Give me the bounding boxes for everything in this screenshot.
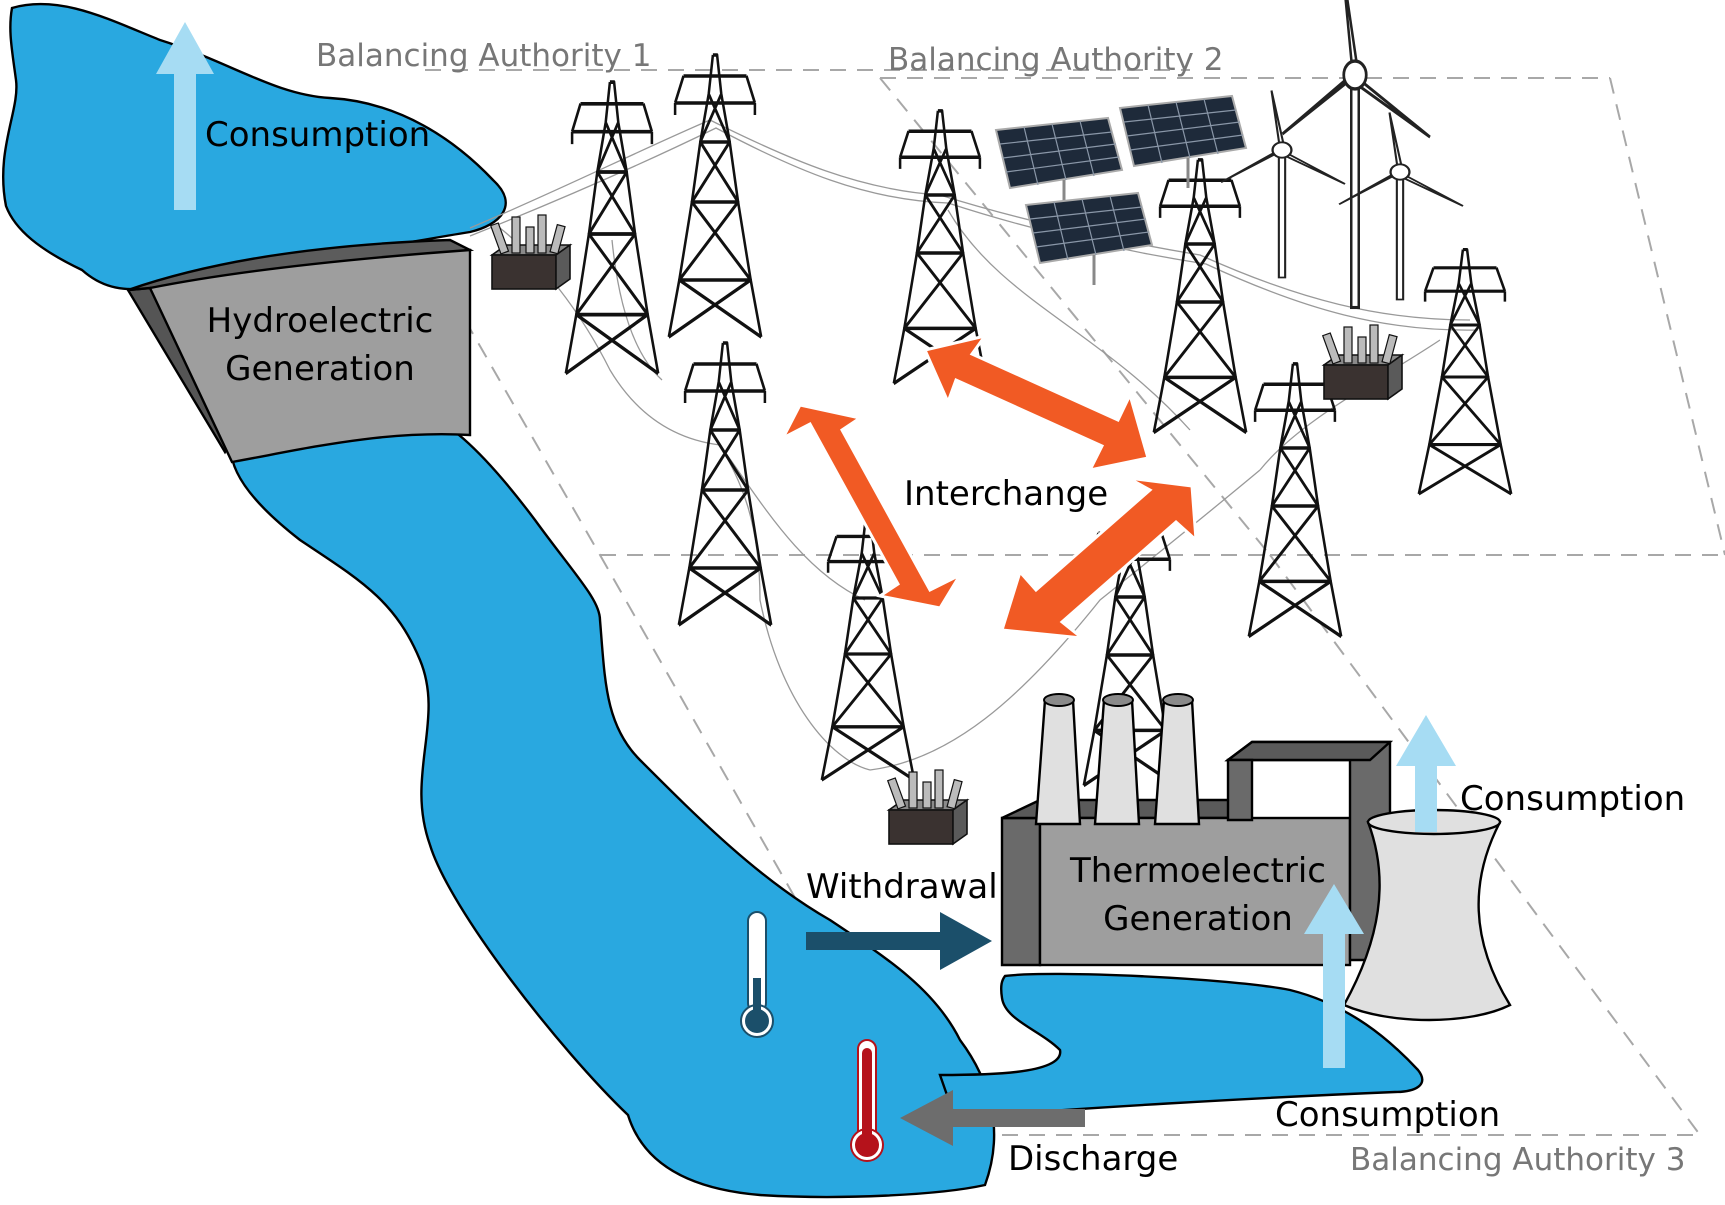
- river: [229, 398, 996, 1199]
- solar-panel-icon: [1024, 191, 1154, 287]
- thermometer-icon: [740, 911, 774, 1038]
- withdrawal-arrow: [806, 912, 992, 970]
- thermoelectric-label-line2: Generation: [1103, 899, 1293, 939]
- consumption-label-cooling-tower: Consumption: [1460, 779, 1685, 819]
- transmission-tower-icon: [1152, 158, 1248, 435]
- cooling-pond: [938, 972, 1424, 1120]
- transmission-tower-icon: [563, 80, 661, 376]
- wind-farm: [1219, 0, 1465, 310]
- consumption-arrow-pond: [1304, 884, 1364, 1068]
- interchange-arrows: [779, 333, 1198, 640]
- thermometer-icon: [850, 1039, 884, 1162]
- transmission-tower-icon: [1247, 362, 1343, 639]
- solar-panel-icon: [1118, 94, 1248, 190]
- consumption-label-pond: Consumption: [1275, 1095, 1500, 1135]
- consumption-arrow-reservoir: [156, 22, 214, 210]
- interchange-label: Interchange: [904, 474, 1108, 514]
- transmission-tower-icon: [676, 341, 774, 627]
- hydroelectric-dam: [125, 238, 475, 464]
- substation-icon: [489, 214, 571, 290]
- solar-farm: [994, 94, 1248, 287]
- substation-icon: [1321, 324, 1403, 400]
- balancing-authority-3-label: Balancing Authority 3: [1350, 1142, 1685, 1178]
- transmission-lines: [469, 119, 1479, 771]
- discharge-arrow: [900, 1090, 1085, 1146]
- substation-icon: [886, 769, 968, 845]
- hydroelectric-label-line2: Generation: [225, 349, 415, 389]
- hydroelectric-label-line1: Hydroelectric: [207, 301, 434, 341]
- wind-turbine-icon: [1280, 0, 1432, 310]
- withdrawal-label: Withdrawal: [806, 867, 998, 907]
- transmission-tower-icon: [666, 53, 764, 339]
- thermoelectric-plant: [1000, 693, 1394, 967]
- wind-turbine-icon: [1219, 89, 1347, 279]
- balancing-authority-2-label: Balancing Authority 2: [888, 42, 1223, 78]
- consumption-arrow-cooling-tower: [1396, 715, 1456, 832]
- discharge-label: Discharge: [1008, 1139, 1178, 1179]
- balancing-authority-1-label: Balancing Authority 1: [316, 38, 651, 74]
- thermoelectric-label-line1: Thermoelectric: [1069, 851, 1326, 891]
- consumption-label-reservoir: Consumption: [205, 115, 430, 155]
- transmission-tower-icon: [1417, 248, 1513, 496]
